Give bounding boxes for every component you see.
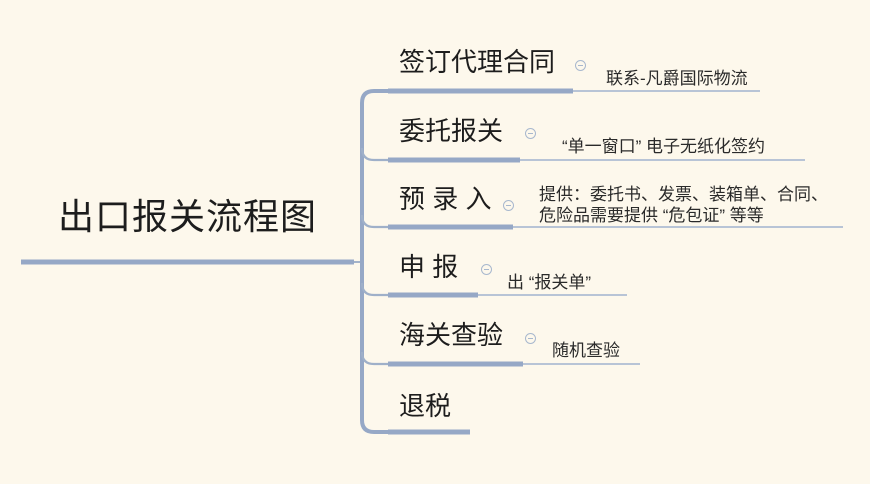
branch-topic-pre-entry[interactable]: 预 录 入 [399,184,492,214]
collapse-minus-icon[interactable] [575,60,586,71]
branch-arc-4 [360,282,389,297]
subtopic-random-inspection[interactable]: 随机查验 [552,341,620,360]
collapse-minus-icon[interactable] [525,333,536,344]
subtopic-single-window-signing[interactable]: “单一窗口” 电子无纸化签约 [562,137,766,156]
branch-topic-sign-agency-contract[interactable]: 签订代理合同 [399,47,556,77]
branch-arc-2 [360,147,389,162]
collapse-minus-icon[interactable] [503,200,514,211]
collapse-minus-icon[interactable] [525,128,536,139]
branch-arc-3 [360,214,389,229]
collapse-minus-icon[interactable] [481,264,492,275]
branch-topic-tax-refund[interactable]: 退税 [399,391,452,421]
branch-topic-declare[interactable]: 申 报 [399,252,459,282]
subtopic-documents-to-provide[interactable]: 提供：委托书、发票、装箱单、合同、 危险品需要提供 “危包证” 等等 [539,185,828,225]
branch-arc-5 [360,351,389,366]
subtopic-issue-declaration-form[interactable]: 出 “报关单” [507,273,592,292]
central-topic[interactable]: 出口报关流程图 [57,196,317,237]
trunk-line [360,89,389,434]
branch-topic-entrust-declaration[interactable]: 委托报关 [399,116,504,146]
branch-topic-customs-inspection[interactable]: 海关查验 [399,320,504,350]
subtopic-contact-logistics[interactable]: 联系-凡爵国际物流 [606,69,748,88]
